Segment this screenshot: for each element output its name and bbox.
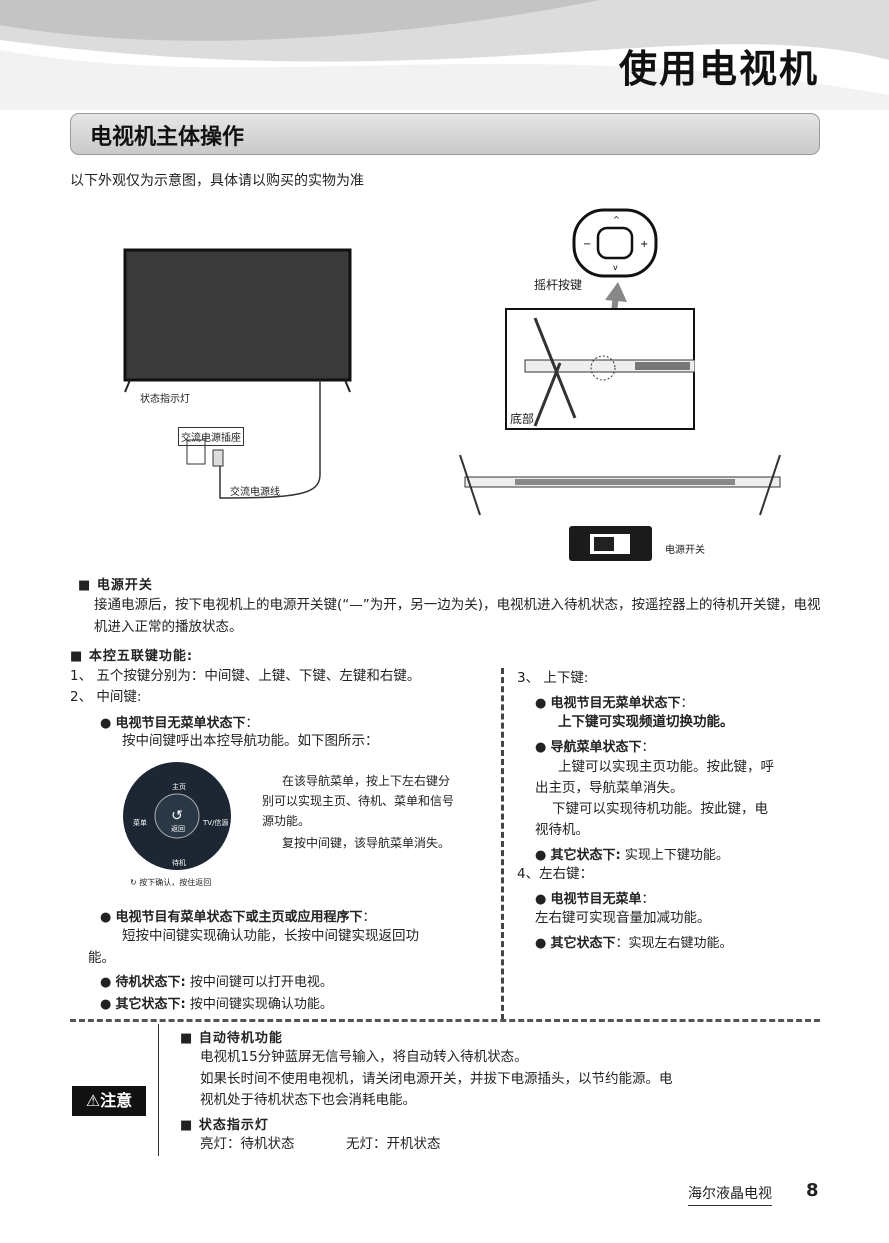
power-text: 接通电源后，按下电视机上的电源开关键(“—”为开，另一边为关)，电视机进入待机状… [94, 597, 821, 635]
footer-brand: 海尔液晶电视 [688, 1183, 772, 1206]
svg-text:^: ^ [613, 215, 620, 224]
note-badge: ⚠注意 [72, 1086, 146, 1116]
nav-wheel-illustration: ↺ [123, 762, 231, 870]
joystick-label: 摇杆按键 [534, 278, 583, 292]
nav-menu-label: 菜单 [133, 819, 147, 827]
r2-heading: ● 导航菜单状态下： [535, 740, 655, 755]
section-title: 电视机主体操作 [90, 125, 245, 150]
r2-text-1: 上键可以实现主页功能。按此键，呼 [558, 759, 774, 775]
r2-text-3: 下键可以实现待机功能。按此键，电 [552, 801, 768, 817]
r5-line: ● 其它状态下：实现左右键功能。 [535, 936, 733, 951]
ac-cord-label: 交流电源线 [230, 487, 280, 498]
header-swoosh [0, 0, 889, 110]
note-divider [70, 1019, 820, 1022]
item4: 4、左右键： [517, 866, 594, 882]
r2-text-2: 出主页，导航菜单消失。 [535, 780, 684, 796]
nav-desc-4: 复按中间键，该导航菜单消失。 [282, 836, 451, 850]
item3: 3、 上下键: [517, 670, 589, 686]
nav-home-label: 主页 [172, 783, 186, 791]
light-off-text: 无灯：开机状态 [346, 1136, 441, 1152]
power-switch-label: 电源开关 [665, 545, 705, 556]
page-number: 8 [806, 1180, 819, 1201]
auto-standby-text-1: 电视机15分钟蓝屏无信号输入，将自动转入待机状态。 [200, 1049, 528, 1065]
other-line: ● 其它状态下: 按中间键实现确认功能。 [100, 997, 333, 1012]
no-menu-heading: ● 电视节目无菜单状态下： [100, 716, 259, 731]
bottom-view-illustration [505, 308, 695, 430]
svg-text:+: + [640, 239, 648, 250]
nav-hint: ↻ 按下确认，按住返回 [130, 878, 212, 887]
nav-standby-label: 待机 [172, 859, 186, 867]
column-divider [501, 668, 504, 1020]
nav-desc-3: 源功能。 [262, 814, 311, 828]
nav-back-label: 返回 [171, 825, 185, 833]
nav-source-label: TV/信源 [203, 819, 229, 827]
svg-text:↺: ↺ [171, 808, 183, 824]
r4-heading: ● 电视节目无菜单： [535, 892, 655, 907]
five-key-item2: 2、 中间键: [70, 689, 142, 705]
nav-desc-2: 别可以实现主页、待机、菜单和信号 [262, 794, 455, 808]
svg-text:v: v [613, 263, 618, 272]
light-on-text: 亮灯：待机状态 [200, 1136, 295, 1152]
r1-text: 上下键可实现频道切换功能。 [558, 714, 734, 730]
five-key-item1: 1、 五个按键分别为：中间键、上键、下键、左键和右键。 [70, 668, 421, 684]
auto-standby-heading: ■ 自动待机功能 [180, 1031, 283, 1046]
standby-line: ● 待机状态下: 按中间键可以打开电视。 [100, 975, 333, 990]
bottom-label: 底部 [510, 412, 535, 426]
no-menu-text: 按中间键呼出本控导航功能。如下图所示： [122, 733, 379, 749]
status-light-heading: ■ 状态指示灯 [180, 1118, 269, 1133]
with-menu-text-1: 短按中间键实现确认功能，长按中间键实现返回功 [122, 928, 419, 944]
ac-socket-label: 交流电源插座 [178, 427, 244, 446]
svg-text:−: − [583, 239, 591, 250]
auto-standby-text-3: 视机处于待机状态下也会消耗电能。 [200, 1092, 416, 1108]
r3-line: ● 其它状态下: 实现上下键功能。 [535, 848, 729, 863]
five-key-heading: ■ 本控五联键功能: [70, 649, 194, 664]
page-title: 使用电视机 [618, 47, 819, 91]
with-menu-text-2: 能。 [88, 950, 115, 966]
r2-text-4: 视待机。 [535, 822, 589, 838]
tv-illustration [123, 248, 352, 499]
section-banner [70, 113, 820, 155]
auto-standby-text-2: 如果长时间不使用电视机，请关闭电源开关，并拔下电源插头，以节约能源。电 [200, 1071, 673, 1087]
power-switch-icon [569, 526, 652, 561]
status-light-label: 状态指示灯 [140, 394, 190, 405]
r1-heading: ● 电视节目无菜单状态下： [535, 696, 694, 711]
power-heading: ■ 电源开关 [78, 578, 153, 593]
r4-text: 左右键可实现音量加减功能。 [535, 910, 711, 926]
tv-bottom-strip-illustration [459, 454, 781, 516]
with-menu-heading: ● 电视节目有菜单状态下或主页或应用程序下： [100, 910, 376, 925]
section-subtitle: 以下外观仅为示意图，具体请以购买的实物为准 [70, 173, 364, 189]
joystick-illustration: ^ v − + [572, 208, 658, 278]
note-vertical-line [158, 1024, 159, 1156]
nav-desc-1: 在该导航菜单，按上下左右键分 [282, 774, 451, 788]
